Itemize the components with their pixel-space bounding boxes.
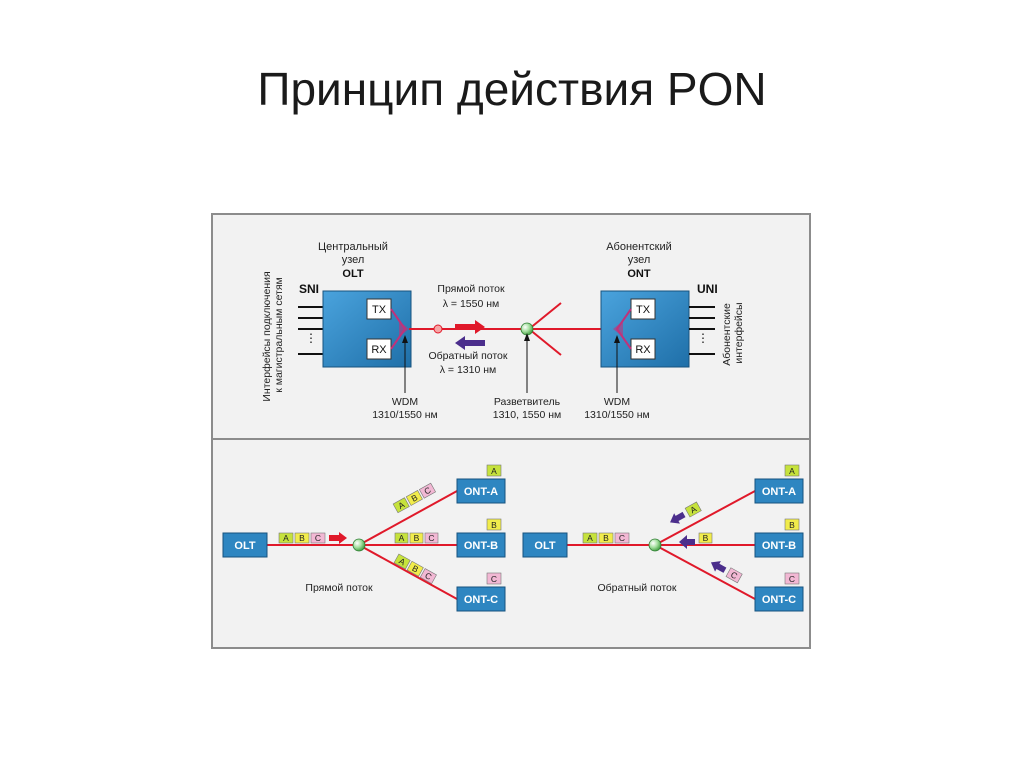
- wdm-right-label: WDM: [604, 396, 630, 408]
- upstream-wavelength: λ = 1310 нм: [440, 364, 497, 376]
- down-ont-b-box: [456, 532, 506, 558]
- down-top-packet-c: C: [422, 485, 432, 497]
- down-bot-packet-b: B: [410, 563, 420, 575]
- down-bot-packet-a: A: [397, 556, 407, 568]
- down-ont-a-tag: A: [491, 466, 497, 476]
- up-olt-packet-c: C: [619, 533, 625, 543]
- wdm-left-spec: 1310/1550 нм: [372, 409, 438, 421]
- svg-text:⋮: ⋮: [697, 331, 709, 345]
- down-ont-b-label: ONT-B: [464, 540, 498, 552]
- right-vertical-line1: Абонентские: [721, 303, 733, 366]
- ont-node-label: ONT: [627, 268, 651, 280]
- up-top-packet-a: A: [688, 504, 698, 516]
- olt-tx-label: TX: [372, 304, 387, 316]
- upstream-label: Обратный поток: [429, 350, 508, 362]
- sni-label: SNI: [299, 282, 319, 296]
- splitter-branch-bottom: [528, 328, 562, 356]
- svg-text:Интерфейсы подключения к м: Интерфейсы подключения к магистральным с…: [261, 268, 285, 401]
- right-vertical-line2: интерфейсы: [733, 302, 745, 363]
- upstream-splitter: [648, 538, 662, 552]
- down-ont-c-box: [456, 586, 506, 612]
- downstream-splitter: [352, 538, 366, 552]
- down-olt-packet-a: A: [283, 533, 289, 543]
- sni-interface-lines: [298, 306, 323, 355]
- pon-figure: Интерфейсы подключения к магистральным с…: [211, 213, 811, 649]
- upstream-caption: Обратный поток: [598, 582, 677, 594]
- downstream-label: Прямой поток: [437, 283, 505, 295]
- down-mid-packet-b: B: [414, 533, 420, 543]
- upstream-arrow: [455, 336, 485, 350]
- down-top-packet-b: B: [409, 492, 419, 504]
- wdm-left-label: WDM: [392, 396, 418, 408]
- up-olt-packet-b: B: [603, 533, 609, 543]
- uni-interface-lines: [689, 306, 715, 355]
- down-top-packet-a: A: [396, 499, 406, 511]
- splitter-spec: 1310, 1550 нм: [493, 409, 562, 421]
- upstream-olt-label: OLT: [534, 540, 555, 552]
- olt-caption-line1: Центральный: [318, 241, 388, 253]
- down-olt-packet-b: B: [299, 533, 305, 543]
- down-ont-c-label: ONT-C: [464, 594, 498, 606]
- up-ont-a-label: ONT-A: [762, 486, 796, 498]
- up-bot-packet-c: C: [729, 569, 739, 581]
- down-olt-packet-c: C: [315, 533, 321, 543]
- down-bot-packet-c: C: [423, 570, 433, 582]
- left-vertical-line1: Интерфейсы подключения: [261, 271, 273, 401]
- upstream-scheme: OLT A B C A B C ONT-A A ONT-B: [522, 464, 804, 612]
- fiber-connector: [433, 324, 443, 334]
- up-ont-a-tag: A: [789, 466, 795, 476]
- downstream-olt-label: OLT: [234, 540, 255, 552]
- down-ont-b-tag: B: [491, 520, 497, 530]
- down-mid-packet-a: A: [399, 533, 405, 543]
- svg-text:Абонентские интерфейсы: Абонентские интерфейсы: [721, 300, 745, 365]
- up-ont-c-tag: C: [789, 574, 795, 584]
- up-ont-b-label: ONT-B: [762, 540, 796, 552]
- up-ont-c-label: ONT-C: [762, 594, 796, 606]
- pon-diagram: Интерфейсы подключения к магистральным с…: [213, 241, 809, 612]
- olt-rx-label: RX: [371, 344, 387, 356]
- left-vertical-line2: к магистральным сетям: [273, 277, 285, 393]
- upstream-olt-box: [522, 532, 568, 558]
- downstream-caption: Прямой поток: [305, 582, 373, 594]
- down-ont-c-tag: C: [491, 574, 497, 584]
- ont-caption-line2: узел: [628, 254, 651, 266]
- ont-tx-label: TX: [636, 304, 651, 316]
- wdm-right-spec: 1310/1550 нм: [584, 409, 650, 421]
- uni-label: UNI: [697, 282, 718, 296]
- downstream-scheme: OLT A B C A B C A B C A B: [222, 464, 506, 612]
- up-mid-packet-b: B: [703, 533, 709, 543]
- olt-caption-line2: узел: [342, 254, 365, 266]
- up-ont-a-box: [754, 478, 804, 504]
- ont-caption-line1: Абонентский: [606, 241, 672, 253]
- up-olt-packet-a: A: [587, 533, 593, 543]
- down-ont-a-label: ONT-A: [464, 486, 498, 498]
- down-ont-a-box: [456, 478, 506, 504]
- slide-title: Принцип действия PON: [257, 63, 767, 115]
- downstream-wavelength: λ = 1550 нм: [443, 298, 500, 310]
- downstream-arrow: [455, 320, 485, 334]
- splitter-branch-top: [528, 302, 562, 330]
- up-ont-b-tag: B: [789, 520, 795, 530]
- ont-rx-label: RX: [635, 344, 651, 356]
- up-ont-c-box: [754, 586, 804, 612]
- down-mid-packet-c: C: [428, 533, 434, 543]
- olt-node-label: OLT: [342, 268, 363, 280]
- downstream-olt-box: [222, 532, 268, 558]
- up-ont-b-box: [754, 532, 804, 558]
- splitter-label: Разветвитель: [494, 396, 561, 408]
- pointer-lines: [404, 337, 618, 393]
- svg-text:⋮: ⋮: [305, 331, 317, 345]
